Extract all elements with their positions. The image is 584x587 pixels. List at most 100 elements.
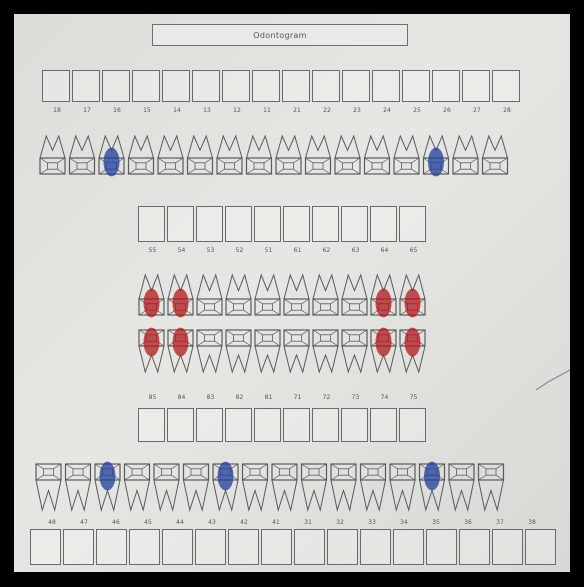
- lower-primary-tooth-71-surface-lines: [284, 330, 309, 346]
- upper-tooth-27-occlusal: [461, 163, 471, 169]
- upper-primary-tooth-53-occlusal: [205, 304, 215, 310]
- upper-tooth-14-surface-lines: [158, 158, 183, 174]
- lower-primary-tooth-83-surface-lines: [197, 330, 222, 346]
- upper-tooth-14-root: [158, 136, 183, 158]
- lower-primary-tooth-82-surface-lines: [226, 330, 251, 346]
- lower-tooth-38-occlusal: [486, 469, 496, 475]
- upper-primary-tooth-54-marking: [173, 289, 189, 318]
- lower-tooth-34-occlusal: [368, 469, 378, 475]
- upper-primary-tooth-65-marking: [405, 289, 421, 318]
- lower-tooth-31-occlusal: [280, 469, 290, 475]
- lower-tooth-31-surface-lines: [272, 464, 297, 480]
- lower-tooth-44-root: [154, 480, 179, 510]
- lower-tooth-33-surface-lines: [331, 464, 356, 480]
- upper-tooth-22-surface-lines: [306, 158, 331, 174]
- lower-tooth-41-root: [243, 480, 268, 510]
- upper-tooth-17-surface-lines: [70, 158, 95, 174]
- upper-tooth-24-occlusal: [372, 163, 382, 169]
- upper-tooth-22-root: [306, 136, 331, 158]
- upper-tooth-15-surface-lines: [129, 158, 154, 174]
- lower-primary-tooth-73-surface-lines: [342, 330, 367, 346]
- upper-tooth-12-root: [217, 136, 242, 158]
- upper-tooth-24-surface-lines: [365, 158, 390, 174]
- lower-primary-tooth-81-occlusal: [263, 335, 273, 341]
- upper-tooth-23-occlusal: [343, 163, 353, 169]
- lower-tooth-33-root: [331, 480, 356, 510]
- lower-primary-tooth-74-marking: [376, 328, 392, 357]
- upper-tooth-18-occlusal: [48, 163, 58, 169]
- lower-tooth-41-surface-lines: [243, 464, 268, 480]
- paper-sheet: Odontogram 18171615141312112122232425262…: [14, 14, 570, 572]
- upper-tooth-13-occlusal: [195, 163, 205, 169]
- lower-tooth-48-surface-lines: [36, 464, 61, 480]
- tooth-diagram: [14, 14, 570, 572]
- lower-tooth-36-marking: [424, 462, 440, 491]
- upper-tooth-21-root: [276, 136, 301, 158]
- lower-tooth-33-occlusal: [339, 469, 349, 475]
- upper-tooth-21-occlusal: [284, 163, 294, 169]
- upper-primary-tooth-62-root: [313, 275, 338, 299]
- lower-primary-tooth-72-occlusal: [321, 335, 331, 341]
- lower-primary-tooth-72-surface-lines: [313, 330, 338, 346]
- upper-tooth-28-surface-lines: [483, 158, 508, 174]
- upper-tooth-15-root: [129, 136, 154, 158]
- lower-tooth-32-surface-lines: [302, 464, 327, 480]
- lower-tooth-38-surface-lines: [479, 464, 504, 480]
- lower-primary-tooth-73-occlusal: [350, 335, 360, 341]
- lower-primary-tooth-81-surface-lines: [255, 330, 280, 346]
- upper-tooth-12-occlusal: [225, 163, 235, 169]
- upper-tooth-17-root: [70, 136, 95, 158]
- lower-tooth-42-marking: [218, 462, 234, 491]
- lower-tooth-48-root: [36, 480, 61, 510]
- upper-primary-tooth-53-root: [197, 275, 222, 299]
- upper-primary-tooth-51-surface-lines: [255, 299, 280, 315]
- upper-primary-tooth-53-surface-lines: [197, 299, 222, 315]
- lower-tooth-31-root: [272, 480, 297, 510]
- upper-tooth-11-surface-lines: [247, 158, 272, 174]
- lower-primary-tooth-83-occlusal: [205, 335, 215, 341]
- lower-primary-tooth-72-root: [313, 346, 338, 372]
- upper-tooth-11-occlusal: [254, 163, 264, 169]
- lower-tooth-44-surface-lines: [154, 464, 179, 480]
- upper-tooth-18-surface-lines: [40, 158, 65, 174]
- upper-tooth-23-root: [335, 136, 360, 158]
- lower-tooth-43-root: [184, 480, 209, 510]
- lower-tooth-43-occlusal: [191, 469, 201, 475]
- upper-tooth-14-occlusal: [166, 163, 176, 169]
- lower-tooth-34-surface-lines: [361, 464, 386, 480]
- lower-primary-tooth-71-occlusal: [292, 335, 302, 341]
- upper-tooth-26-marking: [428, 148, 444, 177]
- upper-primary-tooth-63-occlusal: [350, 304, 360, 310]
- upper-tooth-27-surface-lines: [453, 158, 478, 174]
- upper-primary-tooth-52-surface-lines: [226, 299, 251, 315]
- upper-tooth-15-occlusal: [136, 163, 146, 169]
- lower-primary-tooth-82-occlusal: [234, 335, 244, 341]
- lower-tooth-41-occlusal: [250, 469, 260, 475]
- upper-primary-tooth-61-root: [284, 275, 309, 299]
- upper-primary-tooth-61-occlusal: [292, 304, 302, 310]
- upper-tooth-13-surface-lines: [188, 158, 213, 174]
- lower-tooth-45-occlusal: [132, 469, 142, 475]
- lower-tooth-32-root: [302, 480, 327, 510]
- upper-tooth-25-surface-lines: [394, 158, 419, 174]
- upper-primary-tooth-52-occlusal: [234, 304, 244, 310]
- upper-tooth-24-root: [365, 136, 390, 158]
- upper-primary-tooth-51-root: [255, 275, 280, 299]
- lower-tooth-35-root: [390, 480, 415, 510]
- upper-tooth-12-surface-lines: [217, 158, 242, 174]
- lower-primary-tooth-85-marking: [144, 328, 160, 357]
- upper-tooth-25-occlusal: [402, 163, 412, 169]
- upper-tooth-28-root: [483, 136, 508, 158]
- upper-tooth-21-surface-lines: [276, 158, 301, 174]
- lower-tooth-47-occlusal: [73, 469, 83, 475]
- lower-tooth-37-root: [449, 480, 474, 510]
- lower-tooth-35-occlusal: [398, 469, 408, 475]
- lower-primary-tooth-75-marking: [405, 328, 421, 357]
- lower-tooth-46-marking: [100, 462, 116, 491]
- upper-tooth-11-root: [247, 136, 272, 158]
- lower-tooth-45-surface-lines: [125, 464, 150, 480]
- upper-primary-tooth-62-surface-lines: [313, 299, 338, 315]
- lower-tooth-35-surface-lines: [390, 464, 415, 480]
- upper-primary-tooth-55-marking: [144, 289, 160, 318]
